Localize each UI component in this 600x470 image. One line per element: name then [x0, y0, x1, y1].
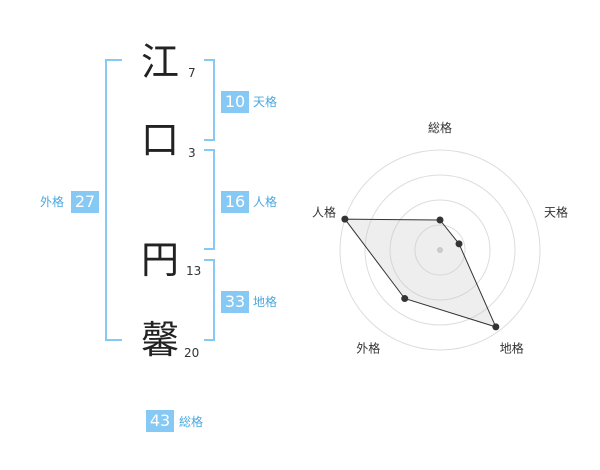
soukaku-value: 43 — [146, 410, 174, 432]
stroke-count-3: 13 — [186, 264, 202, 278]
tenkaku-label: 天格 — [253, 95, 278, 109]
radar-axis-label-1: 総格 — [428, 120, 452, 135]
jinkaku-label: 人格 — [253, 195, 278, 209]
tenkaku-bracket — [204, 59, 215, 141]
jinkaku-value: 16 — [221, 191, 249, 213]
radar-point-2 — [455, 240, 463, 248]
stroke-count-4: 20 — [184, 346, 200, 360]
radar-axis-label-4: 外格 — [356, 341, 380, 356]
radar-axis-label-3: 地格 — [500, 341, 524, 356]
radar-point-1 — [436, 216, 444, 224]
name-char-2: 口 — [140, 118, 179, 162]
radar-ring-3 — [364, 174, 516, 326]
radar-center — [437, 247, 443, 253]
gaikaku-label: 外格 — [40, 195, 65, 209]
gaikaku-value: 27 — [71, 191, 99, 213]
radar-area — [343, 218, 497, 328]
radar-point-4 — [401, 295, 409, 303]
tenkaku-value: 10 — [221, 91, 249, 113]
radar-ring-1 — [414, 224, 466, 276]
jinkaku-bracket — [204, 149, 215, 250]
chikaku-value: 33 — [221, 291, 249, 313]
radar-point-3 — [492, 323, 500, 331]
stroke-count-1: 7 — [188, 66, 196, 80]
stroke-count-2: 3 — [188, 146, 196, 160]
name-char-1: 江 — [140, 40, 179, 84]
radar-axis-label-2: 天格 — [544, 204, 568, 219]
name-char-3: 円 — [140, 238, 179, 282]
radar-ring-4 — [339, 149, 541, 351]
gaikaku-bracket — [105, 59, 122, 341]
soukaku-label: 総格 — [179, 415, 204, 429]
radar-point-5 — [341, 215, 349, 223]
chikaku-bracket — [204, 259, 215, 341]
chikaku-label: 地格 — [253, 295, 278, 309]
radar-axis-label-5: 人格 — [312, 204, 336, 219]
radar-ring-2 — [389, 199, 491, 301]
name-char-4: 馨 — [140, 318, 179, 362]
